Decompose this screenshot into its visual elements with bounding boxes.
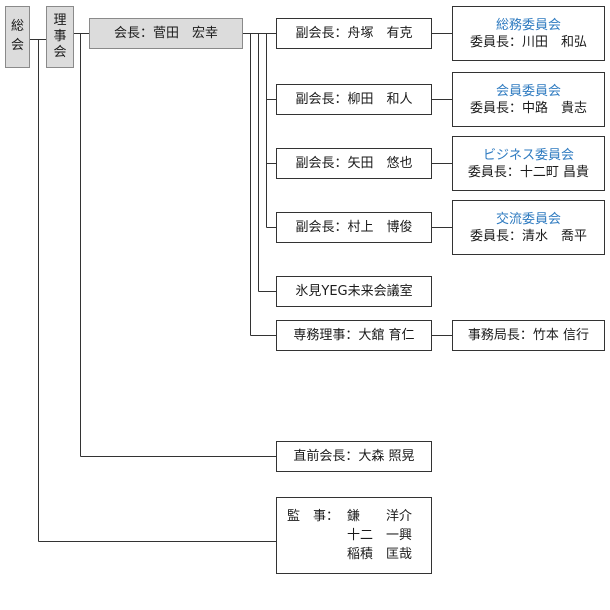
senmu-box: 専務理事：大舘 育仁 — [276, 320, 432, 351]
fukukaichou-box: 副会長：村上 博俊 — [276, 212, 432, 243]
soukai-box: 総 会 — [5, 6, 30, 68]
chokuzen-box: 直前会長：大森 照晃 — [276, 441, 432, 472]
kansa-name: 稲積 匡哉 — [347, 547, 413, 562]
fukukaichou-box: 副会長：柳田 和人 — [276, 84, 432, 115]
rijikai-box: 理 事 会 — [46, 6, 74, 68]
fukukaichou-box: 副会長：舟塚 有克 — [276, 18, 432, 49]
rijikai-char: 理 — [53, 12, 67, 28]
committee-chair: 委員長：十二町 昌貴 — [467, 164, 590, 180]
rijikai-char: 会 — [53, 45, 67, 61]
soukai-char: 会 — [10, 38, 24, 53]
committee-name: 総務委員会 — [495, 17, 561, 33]
kansa-row: 監 事： 鎌 洋介 十二 一興 稲積 匡哉 — [287, 507, 412, 564]
kansa-label: 監 事： — [287, 509, 340, 524]
kansa-name: 鎌 洋介 — [347, 509, 413, 524]
jimukyoku-box: 事務局長：竹本 信行 — [452, 320, 605, 351]
kansa-box: 監 事： 鎌 洋介 十二 一興 稲積 匡哉 — [276, 497, 432, 574]
kansa-names: 鎌 洋介 十二 一興 稲積 匡哉 — [347, 507, 412, 564]
committee-name: 会員委員会 — [495, 83, 561, 99]
committee-name: 交流委員会 — [495, 211, 561, 227]
fukukaichou-box: 副会長：矢田 悠也 — [276, 148, 432, 179]
committee-box: ビジネス委員会 委員長：十二町 昌貴 — [452, 136, 605, 191]
soukai-char: 総 — [10, 19, 24, 35]
committee-box: 会員委員会 委員長：中路 貴志 — [452, 72, 605, 127]
kansa-name: 十二 一興 — [347, 528, 413, 543]
committee-chair: 委員長：川田 和弘 — [469, 34, 587, 50]
kaichou-box: 会長：菅田 宏幸 — [89, 18, 243, 49]
committee-box: 総務委員会 委員長：川田 和弘 — [452, 6, 605, 61]
committee-chair: 委員長：中路 貴志 — [469, 100, 587, 116]
rijikai-char: 事 — [53, 28, 67, 44]
committee-name: ビジネス委員会 — [482, 147, 574, 163]
committee-chair: 委員長：清水 喬平 — [469, 228, 587, 244]
committee-box: 交流委員会 委員長：清水 喬平 — [452, 200, 605, 255]
mirai-box: 氷見YEG未来会議室 — [276, 276, 432, 307]
